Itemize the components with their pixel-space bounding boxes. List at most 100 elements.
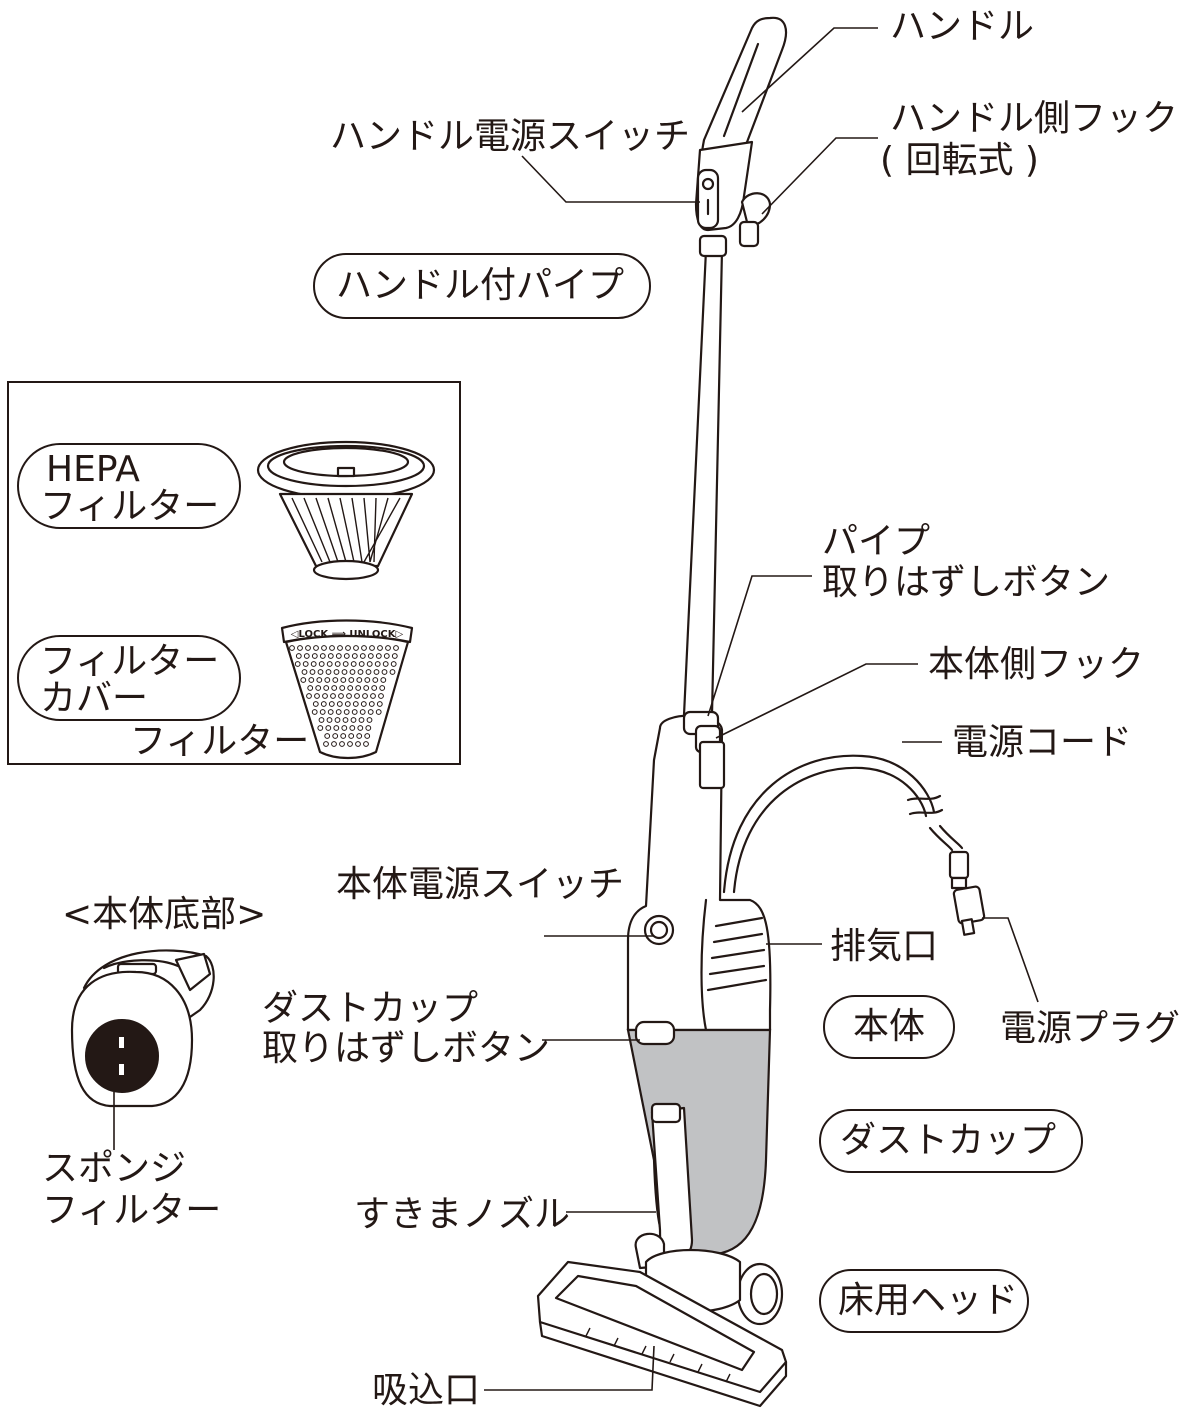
- mesh-hole: [342, 661, 349, 667]
- mesh-hole: [326, 661, 333, 667]
- mesh-hole: [333, 669, 340, 675]
- mesh-hole: [309, 669, 316, 675]
- mesh-hole: [301, 669, 308, 675]
- mesh-hole: [350, 661, 357, 667]
- mesh-hole: [354, 693, 360, 699]
- mesh-hole: [316, 677, 323, 683]
- mesh-hole: [303, 653, 310, 659]
- pipe-group-pill: [313, 253, 651, 319]
- mesh-hole: [313, 645, 319, 651]
- mesh-hole: [334, 661, 341, 667]
- mesh-hole: [302, 661, 309, 667]
- mesh-hole: [356, 677, 363, 683]
- pipe-shape: [682, 234, 728, 717]
- handle-hook-label-line2: ( 回転式 ): [880, 140, 1039, 181]
- mesh-hole: [307, 685, 314, 691]
- mesh-hole: [325, 725, 332, 731]
- mesh-hole: [366, 661, 373, 667]
- mesh-hole: [340, 677, 347, 683]
- body-group-label: 本体: [853, 1006, 925, 1047]
- mesh-hole: [318, 661, 325, 667]
- leader-lines: [113, 27, 1039, 1391]
- mesh-hole: [344, 701, 351, 707]
- mesh-hole: [379, 685, 386, 691]
- mesh-hole: [378, 693, 384, 699]
- pipe-release-label-line2: 取りはずしボタン: [822, 562, 1110, 603]
- mesh-hole: [295, 653, 302, 659]
- mesh-hole: [382, 661, 389, 667]
- mesh-hole: [325, 669, 332, 675]
- filter-box: ◁LOCK ⟹ UNLOCK▷ HEPA フィルター フィルター カバー フィル…: [7, 381, 461, 765]
- mesh-hole: [381, 669, 388, 675]
- dust-cup-shape: [626, 1020, 772, 1261]
- intake-label: 吸込口: [372, 1370, 480, 1411]
- mesh-hole: [328, 701, 335, 707]
- mesh-hole: [306, 693, 312, 699]
- mesh-hole: [364, 677, 371, 683]
- mesh-hole: [365, 725, 372, 731]
- mesh-hole: [376, 701, 383, 707]
- mesh-hole: [371, 685, 378, 691]
- hepa-filter-shape: [256, 440, 436, 581]
- mesh-hole: [339, 741, 345, 747]
- mesh-hole: [383, 653, 390, 659]
- hepa-filter-pill: [17, 443, 241, 529]
- mesh-hole: [348, 677, 355, 683]
- mesh-hole: [351, 709, 358, 715]
- mesh-hole: [332, 677, 339, 683]
- mesh-hole: [351, 653, 358, 659]
- filter-caption: フィルター: [130, 721, 309, 762]
- floor-head-group-pill: [819, 1269, 1029, 1333]
- mesh-hole: [337, 645, 343, 651]
- mesh-hole: [349, 669, 356, 675]
- hepa-filter-label-line1: HEPA: [46, 449, 140, 490]
- power-cord-label: 電源コード: [952, 722, 1132, 763]
- mesh-hole: [367, 653, 374, 659]
- mesh-hole: [364, 733, 371, 739]
- mesh-hole: [373, 669, 380, 675]
- power-plug-shape: [948, 850, 986, 936]
- mesh-hole: [345, 645, 351, 651]
- mesh-hole: [334, 717, 341, 723]
- mesh-hole: [355, 685, 362, 691]
- power-plug-label: 電源プラグ: [1000, 1008, 1180, 1049]
- pipe-release-label-line1: パイプ: [822, 521, 930, 562]
- bottom-view-shape: [70, 949, 215, 1108]
- mesh-hole: [338, 693, 344, 699]
- filter-cover-pill: [17, 635, 241, 721]
- dust-release-label-line2: 取りはずしボタン: [262, 1028, 550, 1069]
- crevice-nozzle-label: すきまノズル: [354, 1194, 570, 1235]
- mesh-hole: [358, 661, 365, 667]
- mesh-hole: [347, 741, 353, 747]
- body-switch-label: 本体電源スイッチ: [336, 864, 624, 905]
- mesh-hole: [375, 653, 382, 659]
- mesh-hole: [305, 645, 311, 651]
- floor-head-group-label: 床用ヘッド: [838, 1280, 1018, 1321]
- mesh-hole: [368, 701, 375, 707]
- mesh-hole: [393, 645, 399, 651]
- mesh-hole: [318, 717, 325, 723]
- lock-unlock-text: ◁LOCK ⟹ UNLOCK▷: [291, 629, 404, 640]
- mesh-hole: [377, 645, 383, 651]
- mesh-hole: [347, 685, 354, 691]
- mesh-hole: [324, 677, 331, 683]
- mesh-hole: [320, 701, 327, 707]
- exhaust-label: 排気口: [830, 926, 938, 967]
- mesh-hole: [374, 661, 381, 667]
- mesh-hole: [331, 685, 338, 691]
- mesh-hole: [311, 709, 318, 715]
- mesh-hole: [319, 709, 326, 715]
- mesh-hole: [314, 693, 320, 699]
- mesh-hole: [362, 693, 368, 699]
- handle-switch-label: ハンドル電源スイッチ: [330, 116, 690, 157]
- mesh-hole: [372, 677, 379, 683]
- mesh-hole: [390, 661, 397, 667]
- floor-head-shape: [536, 1232, 788, 1408]
- mesh-hole: [327, 653, 334, 659]
- filter-cover-mesh: [289, 645, 399, 747]
- mesh-hole: [353, 645, 359, 651]
- mesh-hole: [336, 701, 343, 707]
- handle-hook-label-line1: ハンドル側フック: [890, 98, 1178, 139]
- mesh-hole: [349, 725, 356, 731]
